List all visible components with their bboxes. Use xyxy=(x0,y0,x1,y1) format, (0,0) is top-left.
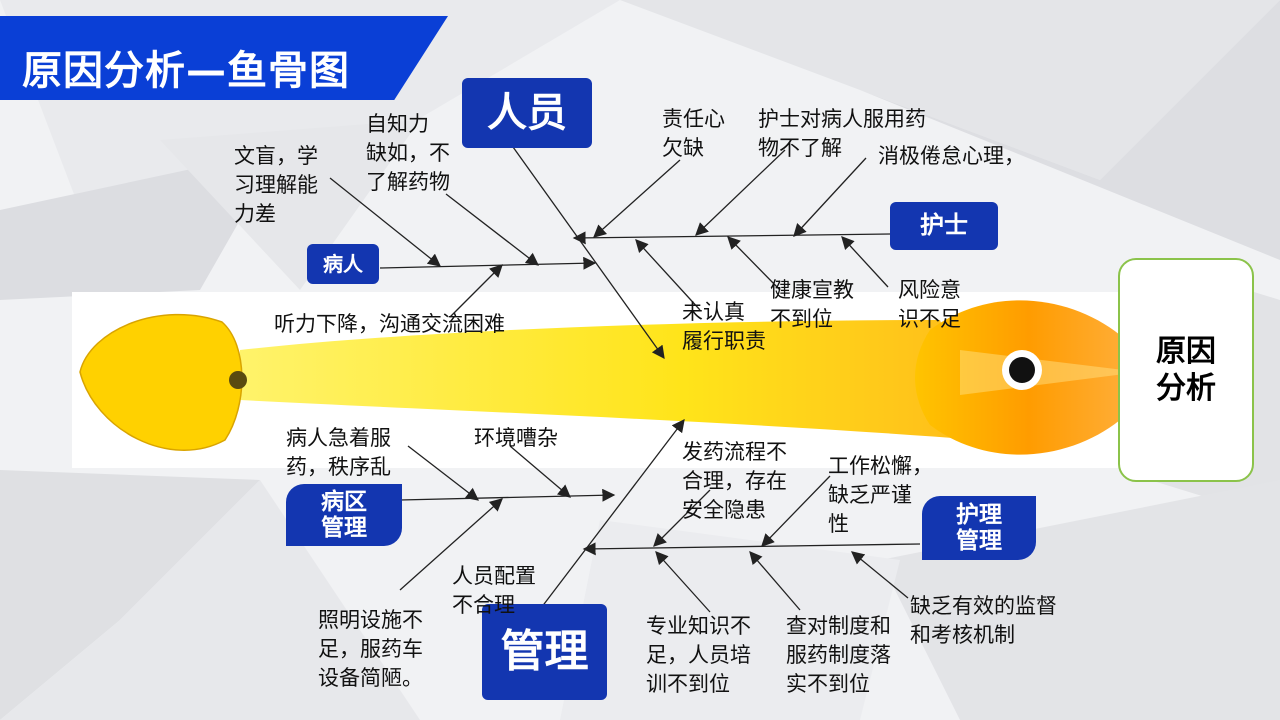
cause-nurse-responsibility: 责任心 欠缺 xyxy=(662,107,725,160)
cause-ward-rush: 病人急着服 药，秩序乱 xyxy=(286,426,391,479)
category-ward-management: 病区 管理 xyxy=(286,484,402,546)
cause-mgmt-training: 专业知识不 足，人员培 训不到位 xyxy=(646,614,751,696)
category-nursing-management: 护理 管理 xyxy=(922,496,1036,560)
cause-nurse-burnout: 消极倦怠心理， xyxy=(878,144,1025,168)
cause-mgmt-checking: 查对制度和 服药制度落 实不到位 xyxy=(786,614,891,696)
cause-nurse-knowledge: 护士对病人服用药 物不了解 xyxy=(758,107,926,160)
cause-nurse-duty: 未认真 履行职责 xyxy=(682,300,766,353)
cause-ward-lighting: 照明设施不 足，服药车 设备简陋。 xyxy=(318,608,423,690)
category-management: 管理 xyxy=(482,604,607,700)
cause-mgmt-process: 发药流程不 合理，存在 安全隐患 xyxy=(682,440,787,522)
result-box: 原因 分析 xyxy=(1118,258,1254,482)
result-label: 原因 分析 xyxy=(1156,333,1216,407)
fish-tail-dot xyxy=(229,371,247,389)
fish-body xyxy=(240,320,980,440)
cause-patient-hearing: 听力下降，沟通交流困难 xyxy=(274,312,505,336)
cause-ward-staffing: 人员配置 不合理 xyxy=(452,564,536,617)
cause-mgmt-supervision: 缺乏有效的监督 和考核机制 xyxy=(910,594,1057,647)
cause-nurse-education: 健康宣教 不到位 xyxy=(770,278,854,331)
page-title: 原因分析—鱼骨图 xyxy=(22,48,350,94)
category-people: 人员 xyxy=(462,78,592,148)
cause-ward-noise: 环境嘈杂 xyxy=(474,426,558,450)
category-nurse: 护士 xyxy=(890,202,998,250)
cause-nurse-risk: 风险意 识不足 xyxy=(898,278,961,331)
cause-mgmt-laxity: 工作松懈， 缺乏严谨 性 xyxy=(828,454,933,536)
title-banner xyxy=(0,16,448,100)
cause-patient-literacy: 文盲，学 习理解能 力差 xyxy=(234,144,318,226)
category-patient: 病人 xyxy=(307,244,379,284)
cause-patient-insight: 自知力 缺如，不 了解药物 xyxy=(366,112,450,194)
